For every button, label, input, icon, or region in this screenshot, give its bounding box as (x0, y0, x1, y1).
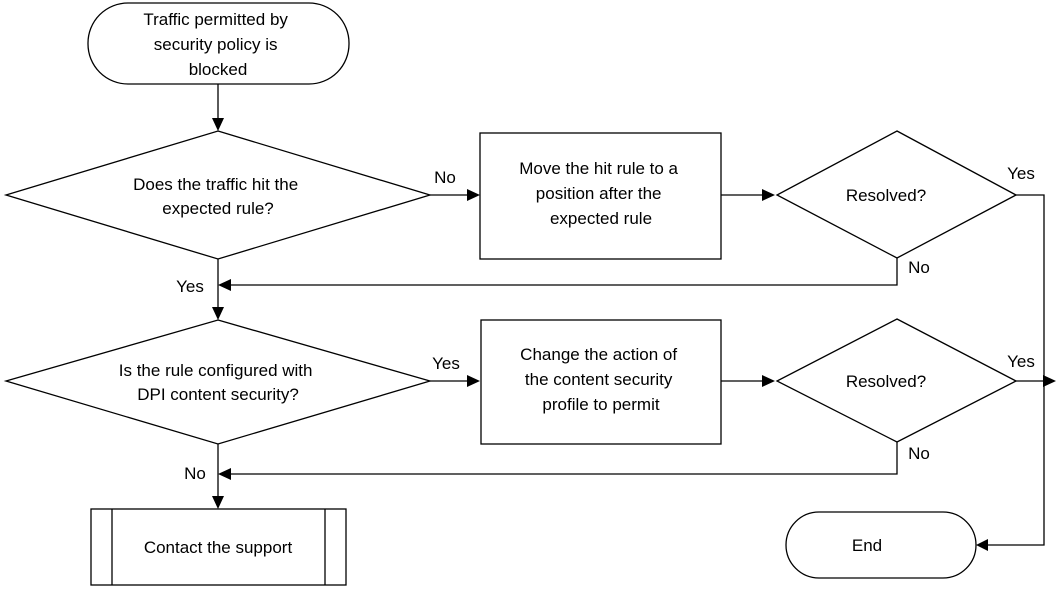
arrowheads (212, 118, 1056, 551)
arrowhead-left (218, 468, 231, 480)
process-box (480, 319, 722, 445)
node-text-line: Move the hit rule to a (519, 159, 678, 178)
arrowhead-right (1043, 375, 1056, 387)
svg-text:Traffic permitted by sec: Traffic permitted by security policy is … (143, 10, 292, 79)
edge-label-hit-rule-no: No (434, 168, 456, 187)
decision-diamond (3, 319, 433, 445)
arrowhead-down (212, 307, 224, 320)
node-text-line: Resolved? (846, 186, 926, 205)
svg-text:Move the hit rule to a p: Move the hit rule to a position after th… (519, 159, 683, 228)
edge-label-dpi-no: No (184, 464, 206, 483)
svg-text:Resolved?: Resolved? (846, 186, 926, 205)
node-text-line: expected rule (550, 209, 652, 228)
node-text-line: Contact the support (144, 538, 293, 557)
svg-text:Resolved?: Resolved? (846, 372, 926, 391)
arrowhead-right (762, 189, 775, 201)
node-decision-resolved-2: Resolved? (775, 318, 1018, 443)
arrowhead-right (762, 375, 775, 387)
edge-label-dpi-yes: Yes (432, 354, 460, 373)
node-text-line: Is the rule configured with (119, 361, 313, 380)
node-text-line: expected rule? (162, 199, 274, 218)
node-end: End (785, 511, 977, 579)
edge-resolved-1-yes-to-end (988, 194, 1045, 546)
svg-text:Does the traffic hit the: Does the traffic hit the expected rule? (133, 175, 303, 218)
process-box (479, 132, 722, 260)
node-text-line: Traffic permitted by (143, 10, 288, 29)
node-text-line: Change the action of (520, 345, 677, 364)
node-decision-hit-rule: Does the traffic hit the expected rule? (3, 130, 433, 260)
decision-diamond (775, 130, 1018, 259)
node-text-line: profile to permit (542, 395, 659, 414)
arrowhead-right (467, 189, 480, 201)
predefined-process-box (90, 508, 347, 586)
node-text-line: Resolved? (846, 372, 926, 391)
connectors (217, 84, 1045, 546)
node-text-line: blocked (189, 60, 248, 79)
end-terminator (785, 511, 977, 579)
edge-label-resolved-2-no: No (908, 444, 930, 463)
node-text-line: the content security (525, 370, 673, 389)
arrowhead-down (212, 496, 224, 509)
node-decision-resolved-1: Resolved? (775, 130, 1018, 259)
start-terminator (87, 2, 350, 85)
node-text-line: Does the traffic hit the (133, 175, 298, 194)
arrowhead-right (467, 375, 480, 387)
arrowhead-down (212, 118, 224, 131)
edge-labels: No Yes Yes No Yes No Yes No (176, 164, 1035, 483)
node-start: Traffic permitted by security policy is … (87, 2, 350, 85)
node-text-line: security policy is (154, 35, 278, 54)
decision-diamond (3, 130, 433, 260)
edge-label-resolved-2-yes: Yes (1007, 352, 1035, 371)
svg-text:Contact the support: Contact the support (144, 538, 293, 557)
node-action-change-profile: Change the action of the content securit… (480, 319, 722, 445)
node-text-line: DPI content security? (137, 385, 299, 404)
edge-label-resolved-1-no: No (908, 258, 930, 277)
edge-label-hit-rule-yes: Yes (176, 277, 204, 296)
svg-text:End: End (852, 536, 882, 555)
node-contact-support: Contact the support (90, 508, 347, 586)
node-action-move-rule: Move the hit rule to a position after th… (479, 132, 722, 260)
edge-resolved-2-no-return (229, 442, 898, 475)
arrowhead-left (218, 279, 231, 291)
node-text-line: End (852, 536, 882, 555)
svg-text:Is the rule configured with: Is the rule configured with DPI content … (119, 361, 317, 404)
svg-text:Change the action of the: Change the action of the content securit… (520, 345, 682, 414)
node-decision-dpi: Is the rule configured with DPI content … (3, 319, 433, 445)
edge-resolved-1-no-return (229, 258, 898, 286)
arrowhead-left (976, 539, 988, 551)
node-text-line: position after the (536, 184, 662, 203)
edge-label-resolved-1-yes: Yes (1007, 164, 1035, 183)
decision-diamond (775, 318, 1018, 443)
